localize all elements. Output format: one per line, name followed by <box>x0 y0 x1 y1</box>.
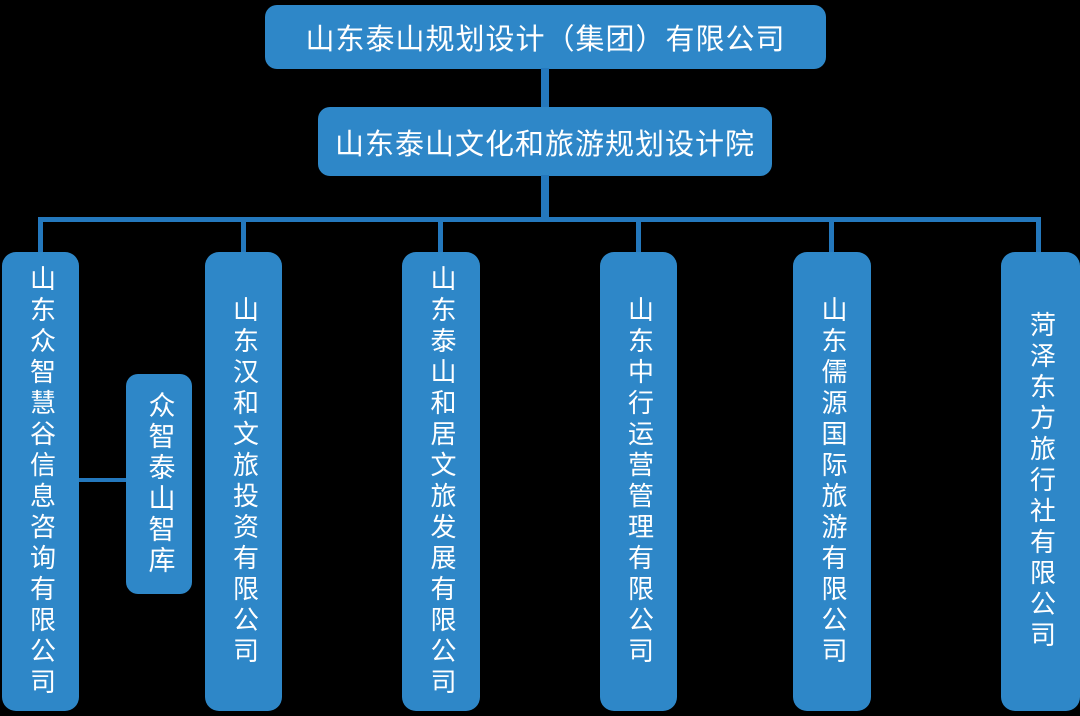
connector-drop-6 <box>1036 221 1041 253</box>
connector-institute-branch <box>541 175 549 219</box>
connector-branch-line <box>38 217 1041 222</box>
connector-drop-5 <box>829 221 834 253</box>
connector-drop-2 <box>241 221 246 253</box>
org-node-root: 山东泰山规划设计（集团）有限公司 <box>265 5 826 69</box>
connector-affiliate <box>79 478 126 482</box>
org-node-subsidiary-5: 山东儒源国际旅游有限公司 <box>793 252 871 711</box>
org-node-subsidiary-1: 山东众智慧谷信息咨询有限公司 <box>2 252 79 711</box>
connector-root-institute <box>541 68 549 108</box>
org-node-subsidiary-6: 菏泽东方旅行社有限公司 <box>1001 252 1080 711</box>
connector-drop-4 <box>636 221 641 253</box>
org-node-subsidiary-2: 山东汉和文旅投资有限公司 <box>205 252 282 711</box>
org-node-affiliate: 众智泰山智库 <box>126 374 192 594</box>
org-node-institute: 山东泰山文化和旅游规划设计院 <box>318 107 772 176</box>
connector-drop-1 <box>38 221 43 253</box>
org-node-subsidiary-3: 山东泰山和居文旅发展有限公司 <box>402 252 480 711</box>
org-node-subsidiary-4: 山东中行运营管理有限公司 <box>600 252 677 711</box>
connector-drop-3 <box>438 221 443 253</box>
